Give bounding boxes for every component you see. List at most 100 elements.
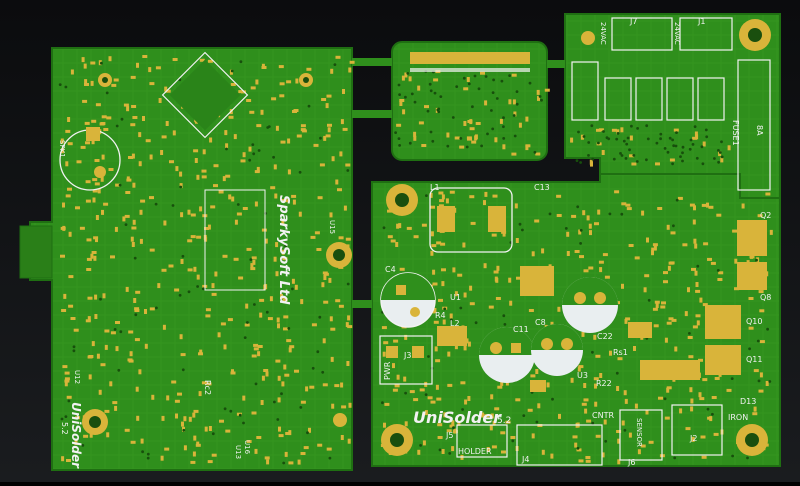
smd-pad bbox=[430, 231, 434, 237]
smd-pad bbox=[86, 238, 92, 242]
smd-pad bbox=[122, 216, 126, 222]
smd-pad bbox=[94, 314, 98, 319]
smd-pad bbox=[597, 209, 601, 215]
smd-pad bbox=[654, 300, 660, 304]
smd-pad bbox=[692, 136, 698, 140]
smd-pad bbox=[276, 317, 280, 323]
via bbox=[691, 143, 695, 146]
via bbox=[272, 155, 275, 159]
via bbox=[528, 81, 532, 85]
smd-pad bbox=[179, 183, 183, 189]
via bbox=[515, 90, 519, 93]
connector-j3 bbox=[379, 335, 433, 385]
smd-pad bbox=[463, 121, 467, 126]
via bbox=[72, 345, 76, 349]
via bbox=[316, 350, 320, 354]
smd-pad bbox=[94, 294, 98, 300]
smd-pad bbox=[544, 88, 550, 92]
smd-pad bbox=[431, 244, 437, 248]
smd-pad bbox=[261, 228, 267, 232]
via bbox=[757, 379, 761, 383]
via bbox=[533, 150, 537, 154]
smd-pad bbox=[541, 449, 545, 455]
via bbox=[538, 95, 542, 98]
smd-pad bbox=[95, 103, 101, 107]
smd-pad bbox=[438, 191, 444, 195]
smd-pad bbox=[748, 326, 754, 330]
smd-pad bbox=[151, 394, 155, 400]
smd-pad bbox=[384, 402, 390, 406]
smd-pad bbox=[446, 429, 452, 433]
smd-pad bbox=[626, 207, 632, 211]
smd-pad bbox=[457, 420, 461, 426]
smd-pad bbox=[494, 407, 500, 411]
smd-pad bbox=[298, 211, 302, 217]
smd-pad bbox=[190, 213, 196, 217]
smd-pad bbox=[579, 255, 584, 259]
smd-pad bbox=[732, 229, 738, 233]
via bbox=[473, 74, 477, 78]
via bbox=[730, 377, 734, 380]
smd-pad bbox=[305, 386, 309, 392]
smd-pad bbox=[508, 99, 512, 105]
smd-pad bbox=[669, 158, 675, 162]
smd-pad bbox=[283, 315, 289, 319]
smd-pad bbox=[92, 178, 98, 182]
smd-pad bbox=[260, 109, 264, 115]
smd-pad bbox=[758, 290, 764, 294]
smd-pad bbox=[661, 301, 666, 305]
smd-pad bbox=[443, 412, 447, 418]
smd-pad bbox=[323, 275, 327, 280]
smd-pad bbox=[138, 132, 142, 138]
smd-pad bbox=[509, 300, 513, 306]
smd-pad bbox=[510, 436, 516, 439]
smd-pad bbox=[598, 128, 604, 132]
via bbox=[575, 159, 579, 163]
via bbox=[318, 315, 322, 319]
smd-pad bbox=[211, 283, 215, 289]
smd-pad bbox=[300, 299, 304, 305]
smd-pad bbox=[566, 231, 570, 237]
sensor-label: SENSOR bbox=[635, 418, 643, 447]
smd-pad bbox=[337, 188, 342, 192]
smd-pad bbox=[516, 276, 521, 280]
connector-j1 bbox=[679, 17, 733, 51]
smd-pad bbox=[452, 430, 458, 434]
via bbox=[146, 456, 150, 460]
smd-pad bbox=[196, 174, 200, 180]
smd-pad bbox=[702, 141, 706, 147]
smd-pad bbox=[80, 145, 86, 149]
via bbox=[484, 75, 488, 78]
via bbox=[700, 145, 704, 149]
smd-pad bbox=[65, 161, 69, 167]
smd-pad bbox=[535, 369, 539, 374]
smd-pad bbox=[430, 205, 435, 209]
smd-pad bbox=[652, 243, 658, 247]
smd-pad bbox=[424, 105, 429, 109]
via bbox=[141, 450, 145, 454]
via bbox=[615, 371, 619, 375]
smd-pad bbox=[404, 421, 408, 427]
smd-pad bbox=[682, 243, 688, 247]
via bbox=[645, 158, 648, 162]
smd-pad bbox=[314, 231, 320, 235]
smd-pad bbox=[219, 419, 224, 423]
bridge-3 bbox=[352, 300, 372, 308]
vac-label-1: 24VAC bbox=[599, 22, 607, 45]
smd-pad bbox=[66, 395, 72, 399]
via bbox=[447, 412, 451, 415]
smd-pad bbox=[289, 345, 295, 349]
via bbox=[397, 137, 401, 141]
via bbox=[681, 159, 684, 163]
smd-pad bbox=[110, 331, 116, 335]
smd-pad bbox=[593, 377, 599, 381]
smd-pad bbox=[131, 105, 137, 108]
smd-pad bbox=[528, 309, 534, 312]
smd-pad bbox=[602, 253, 608, 257]
via bbox=[492, 78, 495, 82]
via bbox=[451, 116, 455, 119]
smd-pad bbox=[106, 116, 112, 120]
smd-pad bbox=[557, 306, 561, 312]
smd-pad bbox=[585, 456, 591, 459]
smd-pad bbox=[106, 432, 110, 438]
